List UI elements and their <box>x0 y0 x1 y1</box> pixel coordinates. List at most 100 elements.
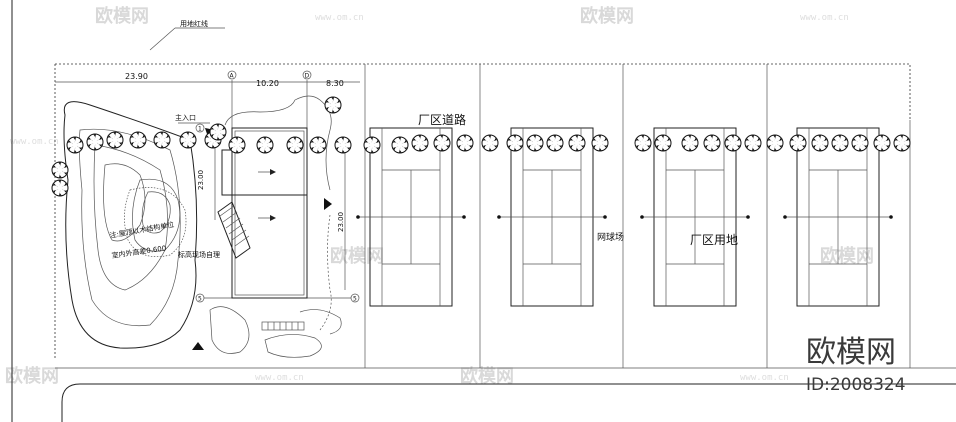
stair-outline <box>217 201 251 259</box>
pond-edge <box>209 306 250 354</box>
marker-triangle-icon <box>192 342 204 350</box>
landscape-contours <box>63 101 198 349</box>
tree-icon <box>256 136 274 154</box>
tree-icon <box>789 134 807 152</box>
tree-icon <box>324 96 342 114</box>
axis-marker <box>195 123 205 133</box>
entrance-label: 主入口 <box>175 113 196 122</box>
watermark-id: ID:2008324 <box>806 375 906 395</box>
watermark-url: www.om.cn <box>740 373 789 383</box>
tree-icon <box>506 134 524 152</box>
tree-icon <box>363 136 381 154</box>
dim-h2: 23.00 <box>337 212 345 232</box>
contour <box>103 163 146 242</box>
watermark-layer: 欧模网 欧模网 欧模网 欧模网 欧模网 欧模网 www.om.cn www.om… <box>5 5 874 387</box>
site-boundary-line <box>55 63 911 120</box>
building-outline <box>231 127 308 299</box>
tennis-court <box>640 127 750 307</box>
axis-marker <box>302 70 312 80</box>
tree-icon <box>873 134 891 152</box>
dim-total: 23.90 <box>125 72 148 81</box>
pond-edge <box>264 334 322 358</box>
tree-icon <box>654 134 672 152</box>
direction-arrow-icon <box>270 169 276 175</box>
axis-label: D <box>305 73 310 80</box>
tree-icon <box>433 134 451 152</box>
tree-icon <box>106 131 124 149</box>
brand-watermark: 欧模网 <box>806 335 896 370</box>
road-edge-line <box>61 383 956 422</box>
note-3: 标高现场自理 <box>178 250 220 259</box>
tree-icon <box>526 134 544 152</box>
tree-icon <box>766 134 784 152</box>
marker-triangle-icon <box>324 198 332 210</box>
building <box>217 95 332 299</box>
tennis-court <box>783 127 893 307</box>
tennis-court <box>356 127 466 307</box>
watermark-brand: 欧模网 <box>5 365 59 387</box>
watermark-url: www.om.cn <box>800 13 849 23</box>
tree-icon <box>456 134 474 152</box>
tree-icon <box>129 131 147 149</box>
tree-icon <box>703 134 721 152</box>
axis-marker <box>227 70 237 80</box>
tree-icon <box>681 134 699 152</box>
deck-board <box>261 321 305 331</box>
tree-icon <box>591 134 609 152</box>
tennis-courts <box>356 127 893 307</box>
axis-label: A <box>230 73 235 80</box>
tree-icon <box>811 134 829 152</box>
note-1: 注:屋顶以木结构单位 <box>109 220 175 240</box>
watermark-brand: 欧模网 <box>820 245 874 267</box>
axis-label: 5 <box>353 296 357 303</box>
watermark-brand: 欧模网 <box>460 365 514 387</box>
contour-rocks <box>124 187 187 258</box>
tree-icon <box>66 136 84 154</box>
tree-icon <box>86 133 104 151</box>
note-2: 室内外高差0.600 <box>111 243 167 260</box>
tree-icon <box>546 134 564 152</box>
tree-icon <box>744 134 762 152</box>
watermark-brand: 欧模网 <box>330 245 384 267</box>
dim-h1: 23.00 <box>197 170 205 190</box>
tree-icon <box>851 134 869 152</box>
land-label: 厂区用地 <box>690 233 738 247</box>
tennis-court <box>497 127 607 307</box>
tree-icon <box>391 136 409 154</box>
road-label: 厂区道路 <box>418 112 466 127</box>
pond-edge <box>299 309 342 335</box>
watermark-url: www.om.cn <box>315 13 364 23</box>
contour <box>93 144 168 291</box>
tree-icon <box>411 134 429 152</box>
garden-path <box>224 95 332 191</box>
axis-label: 5 <box>198 296 202 303</box>
watermark-url: www.om.cn <box>10 137 59 147</box>
tree-icon <box>831 134 849 152</box>
leader-line <box>149 27 176 51</box>
tree-icon <box>286 136 304 154</box>
dim-a: 10.20 <box>256 79 279 88</box>
building-bay <box>221 149 233 196</box>
court-plots <box>364 64 911 368</box>
watermark-url: www.om.cn <box>255 373 304 383</box>
tree-icon <box>209 123 227 141</box>
tree-icon <box>893 134 911 152</box>
tree-icon <box>51 179 69 197</box>
court-label: 网球场 <box>597 231 624 243</box>
contour-outer <box>63 101 198 349</box>
direction-arrow-icon <box>270 215 276 221</box>
tree-icon <box>51 161 69 179</box>
tree-icon <box>309 136 327 154</box>
contour <box>141 191 171 234</box>
tree-icon <box>481 134 499 152</box>
tree-icon <box>228 136 246 154</box>
axis-label: 1 <box>198 126 202 133</box>
dim-b: 8.30 <box>326 79 344 88</box>
watermark-brand: 欧模网 <box>95 5 149 27</box>
building-inner <box>234 130 305 296</box>
tree-icon <box>724 134 742 152</box>
stair-flight <box>217 201 251 259</box>
contour <box>78 128 181 327</box>
tree-icon <box>153 131 171 149</box>
